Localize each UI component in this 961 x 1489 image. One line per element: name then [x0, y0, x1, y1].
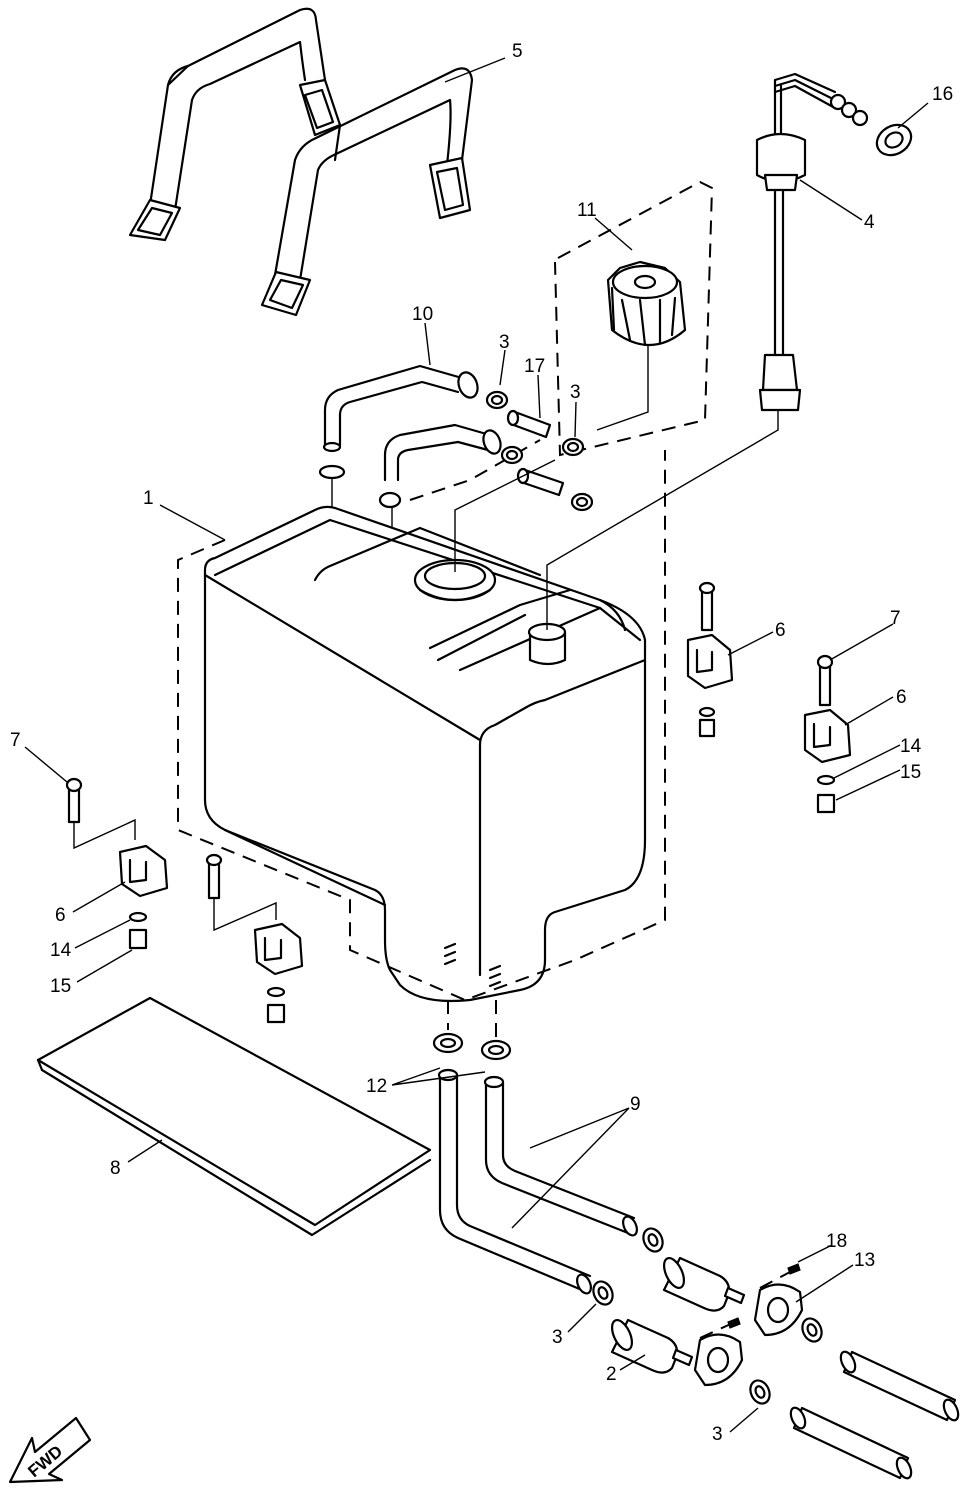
callout-6: 6	[55, 905, 66, 926]
hose-clamp	[642, 1227, 664, 1253]
callout-1: 1	[143, 488, 154, 509]
screw-dash-line	[699, 1271, 791, 1339]
fuel-sender-unit	[755, 72, 869, 412]
vent-hose-1	[322, 364, 479, 453]
cap-dash-outline	[554, 180, 714, 457]
callout-15: 15	[50, 976, 71, 997]
fuel-hose-left	[437, 1068, 592, 1295]
bracket-right	[803, 654, 852, 814]
tank-dash-outline	[177, 450, 666, 1002]
sender-port	[527, 622, 567, 666]
joint-pipe	[506, 409, 552, 439]
callout-14: 14	[900, 736, 922, 757]
bracket-upper	[686, 581, 734, 738]
callout-4: 4	[864, 212, 875, 233]
fuel-filter-lower	[610, 1318, 694, 1374]
hose-clamp	[592, 1280, 614, 1306]
callout-16: 16	[932, 84, 953, 105]
grommet	[480, 1039, 512, 1061]
grommet	[432, 1032, 464, 1054]
sender-grommet	[875, 123, 913, 157]
cap-to-neck-line	[454, 459, 556, 572]
hose-dash-line	[447, 1000, 497, 1040]
callout-3: 3	[552, 1327, 563, 1348]
hose-clamp	[500, 445, 524, 465]
filter-holder-upper	[753, 1263, 804, 1337]
bracket-left	[65, 777, 169, 950]
hose-clamp	[561, 437, 585, 457]
cap-guide-line	[596, 345, 649, 431]
vent-hose-2	[383, 423, 502, 482]
outlet-hose-lower	[789, 1406, 913, 1480]
hose-clamp	[749, 1379, 771, 1405]
mat	[36, 996, 432, 1237]
callout-9: 9	[630, 1094, 641, 1115]
filter-holder-lower	[693, 1317, 744, 1387]
outlet-hose-upper	[839, 1350, 960, 1422]
callout-17: 17	[524, 356, 545, 377]
callout-7: 7	[10, 730, 21, 751]
hose-clamp	[485, 390, 509, 410]
callout-6: 6	[775, 620, 786, 641]
callout-3: 3	[499, 332, 510, 353]
callout-6: 6	[896, 687, 907, 708]
tank-strap-rear	[128, 7, 342, 242]
fuel-filter-upper	[662, 1256, 746, 1312]
callout-3: 3	[570, 382, 581, 403]
callout-8: 8	[110, 1158, 121, 1179]
callout-18: 18	[826, 1231, 847, 1252]
callout-10: 10	[412, 304, 433, 325]
tank-marking	[443, 942, 502, 988]
callout-13: 13	[854, 1250, 875, 1271]
joint-pipe	[516, 467, 565, 497]
callout-5: 5	[512, 41, 523, 62]
callout-11: 11	[577, 200, 597, 221]
fwd-direction-arrow: FWD	[8, 1416, 92, 1484]
callout-labels: 1 2 3 3 3 3 4 5 6 6 6 7 7 8 9 10 11 12 1…	[10, 41, 953, 1445]
fuel-hose-right	[483, 1075, 638, 1237]
callout-2: 2	[606, 1364, 617, 1385]
hose-clamp	[570, 492, 594, 512]
callout-7: 7	[890, 608, 901, 629]
callout-15: 15	[900, 762, 921, 783]
tank-strap-front	[260, 67, 474, 317]
hose-clamp	[801, 1317, 823, 1343]
sender-to-port-line	[546, 410, 779, 630]
callout-14: 14	[50, 940, 72, 961]
bracket-lower-mid	[205, 853, 304, 1024]
leader-lines	[24, 57, 929, 1433]
callout-3: 3	[712, 1424, 723, 1445]
filler-cap	[606, 260, 687, 347]
callout-12: 12	[366, 1076, 387, 1097]
